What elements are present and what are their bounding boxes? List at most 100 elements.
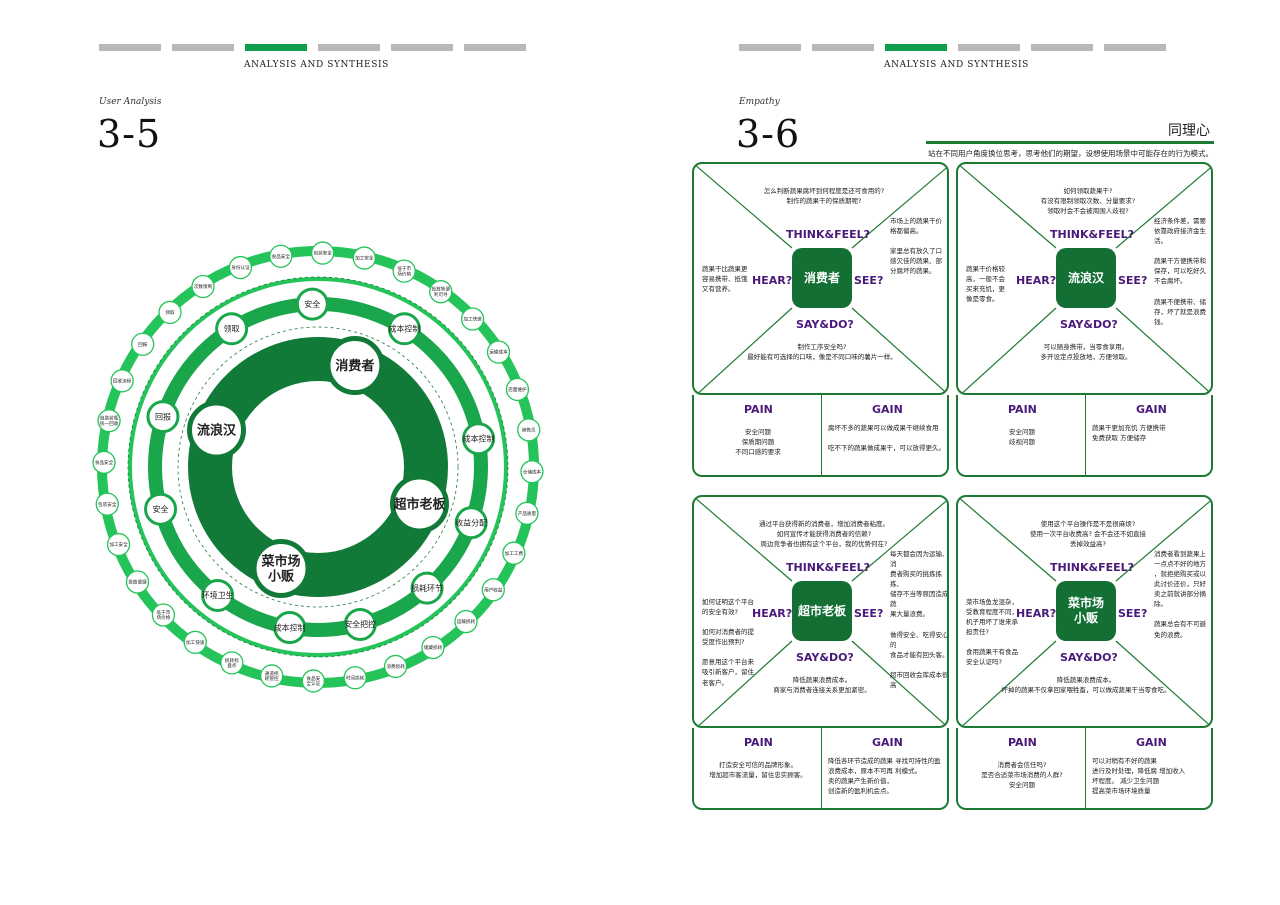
nav-segment — [958, 44, 1020, 51]
node-label: 利可寻 — [434, 291, 448, 298]
think-label: THINK&FEEL? — [786, 228, 871, 241]
node-label: 安全 — [304, 299, 320, 309]
mid-node: 收益分配 — [454, 506, 488, 540]
node-label: 身份认证 — [231, 264, 250, 271]
outer-node: 回收流程 — [110, 369, 134, 393]
pain-gain: PAIN GAIN 打造安全可信的品牌形象。增加超市客流量，留住忠实顾客。 降低… — [692, 728, 949, 810]
hear-text: 菜市场鱼龙混杂，受教育程度不同，机子用坏了谁来承担责任?食用蔬果干有食品安全认证… — [966, 598, 1018, 667]
outer-node: 加工安全 — [352, 246, 376, 270]
hear-label: HEAR? — [1016, 607, 1057, 620]
outer-node: 领取 — [158, 300, 182, 325]
see-text: 消费者看到蔬果上一点点不好的地方，就拒绝购买或以此讨价还价，只好卖之前就讲部分摘… — [1154, 550, 1206, 639]
empathy-card: 流浪汉 THINK&FEEL? HEAR? SEE? SAY&DO? 如何领取蔬… — [956, 162, 1213, 477]
nav-segment — [1031, 44, 1093, 51]
divider — [1085, 395, 1086, 475]
nav-segment — [172, 44, 234, 51]
node-label: 食品安 — [306, 675, 320, 682]
core-node: 流浪汉 — [187, 400, 247, 460]
node-label: 成本控制 — [274, 622, 306, 632]
nav-segment — [812, 44, 874, 51]
gain-label: GAIN — [1136, 403, 1167, 416]
mid-node: 成本控制 — [273, 611, 307, 645]
outer-node: 时间损耗 — [343, 666, 367, 690]
think-text: 使用这个平台操作是不是很麻烦?使用一次平台收费高? 会不会还不如直接丢掉效益高? — [1029, 520, 1147, 549]
node-label: 耗管控 — [265, 675, 279, 682]
say-label: SAY&DO? — [1060, 651, 1118, 664]
empathy-card: 消费者 THINK&FEEL? HEAR? SEE? SAY&DO? 怎么判断蔬… — [692, 162, 949, 477]
mid-node: 成本控制 — [462, 422, 496, 456]
node-label: 场价格 — [157, 614, 171, 621]
say-text: 可以随身携带，当零食享用。多开设定点投放地，方便领取。 — [1040, 343, 1132, 362]
node-label: 投放便捷 — [128, 579, 147, 586]
outer-node: 包装安全 — [311, 241, 335, 265]
node-label: 包装安全 — [98, 501, 117, 508]
title-divider — [926, 141, 1214, 144]
node-label: 产品质量 — [518, 510, 537, 517]
intro-text: 站在不同用户角度换位思考，思考他们的期望，设想使用场景中可能存在的行为模式。 — [928, 149, 1213, 158]
outer-node: 运输损耗 — [454, 609, 478, 634]
node-label: 安全把控 — [344, 619, 376, 629]
node-label: 损耗标 — [225, 657, 239, 664]
node-label: 低于市 — [157, 609, 171, 616]
node-label: 消费损耗 — [386, 663, 405, 670]
mid-node: 损耗环节 — [410, 571, 444, 605]
node-label: 加工工费 — [505, 550, 524, 557]
divider — [821, 395, 822, 475]
quadrant-lines — [958, 164, 1211, 393]
empathy-map: 超市老板 THINK&FEEL? HEAR? SEE? SAY&DO? 通过平台… — [692, 495, 949, 728]
node-label: 自助装瓶 — [100, 415, 119, 422]
node-label: 环境卫生 — [202, 590, 234, 600]
nav-segment — [739, 44, 801, 51]
node-label: 店面维护 — [508, 386, 527, 393]
core-node: 消费者 — [325, 336, 385, 396]
divider — [1085, 728, 1086, 808]
outer-node: 回报 — [131, 332, 155, 356]
node-label: 加工快速 — [463, 316, 482, 323]
pain-gain: PAIN GAIN 消费者会信任吗?是否合适菜市场消费的人群?安全问题 可以对稍… — [956, 728, 1213, 810]
outer-node: 店面维护 — [505, 377, 530, 402]
node-label: 成本控制 — [463, 433, 495, 443]
empathy-map: 消费者 THINK&FEEL? HEAR? SEE? SAY&DO? 怎么判断蔬… — [692, 162, 949, 395]
pain-label: PAIN — [744, 403, 773, 416]
node-label: 盘点 — [227, 662, 237, 669]
persona-name: 菜市场小贩 — [1067, 596, 1104, 625]
left-progress-nav — [99, 44, 526, 51]
outer-node: 投放便捷 — [125, 570, 150, 594]
say-label: SAY&DO? — [796, 318, 854, 331]
node-label: 加工安全 — [109, 541, 128, 548]
node-label: 收益分配 — [455, 518, 487, 528]
mid-node: 领取 — [215, 312, 249, 346]
user-analysis-diagram: 消费者超市老板菜市场小贩流浪汉安全成本控制成本控制收益分配损耗环节安全把控成本控… — [92, 241, 544, 693]
mid-node: 安全 — [144, 492, 178, 526]
outer-node: 身份认证 — [228, 255, 253, 280]
right-progress-nav — [739, 44, 1166, 51]
hear-label: HEAR? — [752, 274, 793, 287]
mid-node: 回报 — [146, 400, 180, 434]
node-label: 小贩 — [268, 569, 295, 585]
see-label: SEE? — [854, 607, 884, 620]
outer-node: 包装安全 — [95, 492, 119, 516]
node-label: 超市老板 — [393, 496, 446, 512]
gain-label: GAIN — [1136, 736, 1167, 749]
pain-label: PAIN — [1008, 736, 1037, 749]
outer-node: 储藏损耗 — [421, 635, 445, 660]
outer-node: 食品安全 — [269, 244, 293, 268]
left-section-title: ANALYSIS AND SYNTHESIS — [244, 60, 389, 70]
node-label: 时间损耗 — [346, 674, 365, 681]
node-label: 全认证 — [306, 680, 320, 687]
node-label: 食品安全 — [272, 253, 291, 260]
gain-text: 可以对稍有不好的蔬果进行及时处理，降低腐 增加收入坏程度。 减少卫生问题 提高菜… — [1092, 757, 1186, 796]
hear-label: HEAR? — [1016, 274, 1057, 287]
mid-node: 成本控制 — [387, 312, 421, 346]
mid-node: 环境卫生 — [201, 578, 235, 612]
node-label: 场价格 — [397, 270, 411, 277]
node-label: 统一回收 — [100, 420, 119, 427]
outer-node: 食品安全 — [92, 450, 116, 474]
left-subtitle: User Analysis — [99, 97, 162, 107]
think-label: THINK&FEEL? — [1050, 228, 1135, 241]
empathy-map: 菜市场小贩 THINK&FEEL? HEAR? SEE? SAY&DO? 使用这… — [956, 495, 1213, 728]
